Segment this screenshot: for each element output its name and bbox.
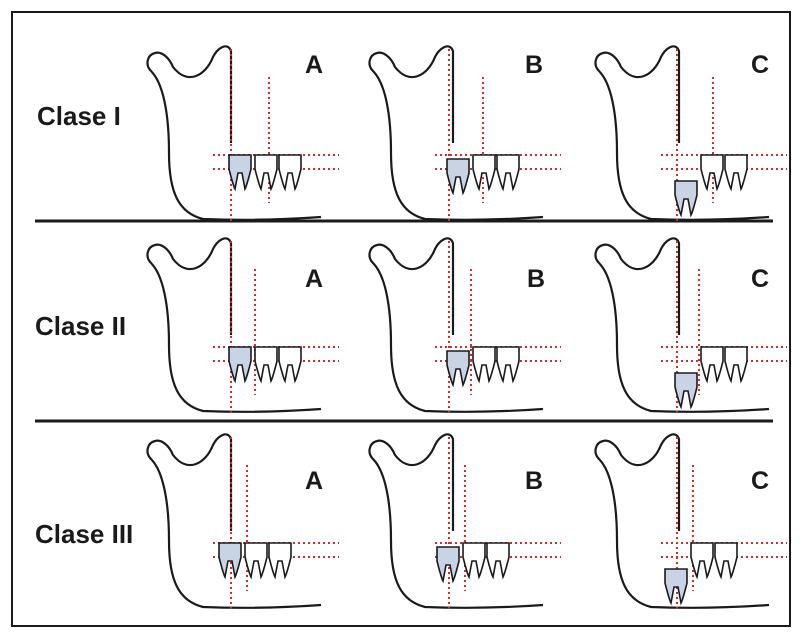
panel-tag-2a: A bbox=[305, 265, 323, 294]
panel-3a-second-molar bbox=[245, 543, 267, 577]
panel-2c-first-molar bbox=[725, 347, 747, 381]
panel-2b-mandible bbox=[370, 238, 543, 411]
panel-1c-first-molar bbox=[725, 155, 747, 189]
panel-2b-first-molar bbox=[497, 347, 519, 381]
panel-3b-mandible bbox=[370, 434, 543, 607]
panel-3a-mandible bbox=[148, 434, 321, 607]
panel-1b-first-molar bbox=[497, 155, 519, 189]
panel-3b-first-molar bbox=[487, 543, 509, 577]
panel-1a-mandible bbox=[148, 46, 321, 219]
row-label-clase-2: Clase II bbox=[35, 311, 126, 342]
panel-3b-second-molar bbox=[463, 543, 485, 577]
panel-tag-1c: C bbox=[751, 51, 769, 80]
panel-2b-third-molar bbox=[447, 351, 469, 385]
panel-3c-first-molar bbox=[715, 543, 737, 577]
panel-1b-third-molar bbox=[447, 159, 469, 193]
panel-3c-second-molar bbox=[691, 543, 713, 577]
panel-tag-2b: B bbox=[527, 265, 545, 294]
figure-frame: Clase I Clase II Clase III A B C A B C A… bbox=[11, 11, 791, 627]
panel-2c-second-molar bbox=[701, 347, 723, 381]
panel-1a-third-molar bbox=[229, 155, 251, 189]
panel-tag-2c: C bbox=[751, 265, 769, 294]
row-label-clase-3: Clase III bbox=[35, 519, 133, 550]
panel-tag-3a: A bbox=[305, 467, 323, 496]
panel-2a-first-molar bbox=[279, 347, 301, 381]
panel-tag-1b: B bbox=[525, 51, 543, 80]
panel-3a-first-molar bbox=[269, 543, 291, 577]
panel-2a-mandible bbox=[148, 238, 321, 411]
panel-1a-second-molar bbox=[255, 155, 277, 189]
panel-3b-third-molar bbox=[437, 547, 459, 581]
panel-tag-1a: A bbox=[305, 51, 323, 80]
panel-1b-mandible bbox=[370, 46, 543, 219]
panel-1c-third-molar bbox=[675, 181, 697, 215]
panel-2b-second-molar bbox=[473, 347, 495, 381]
panel-2a-second-molar bbox=[255, 347, 277, 381]
panel-tag-3c: C bbox=[751, 467, 769, 496]
panel-2a-third-molar bbox=[229, 347, 251, 381]
panel-2c-third-molar bbox=[675, 373, 697, 407]
panel-tag-3b: B bbox=[525, 467, 543, 496]
panel-1a-first-molar bbox=[279, 155, 301, 189]
panel-3a-third-molar bbox=[219, 543, 241, 577]
row-label-clase-1: Clase I bbox=[37, 101, 121, 132]
